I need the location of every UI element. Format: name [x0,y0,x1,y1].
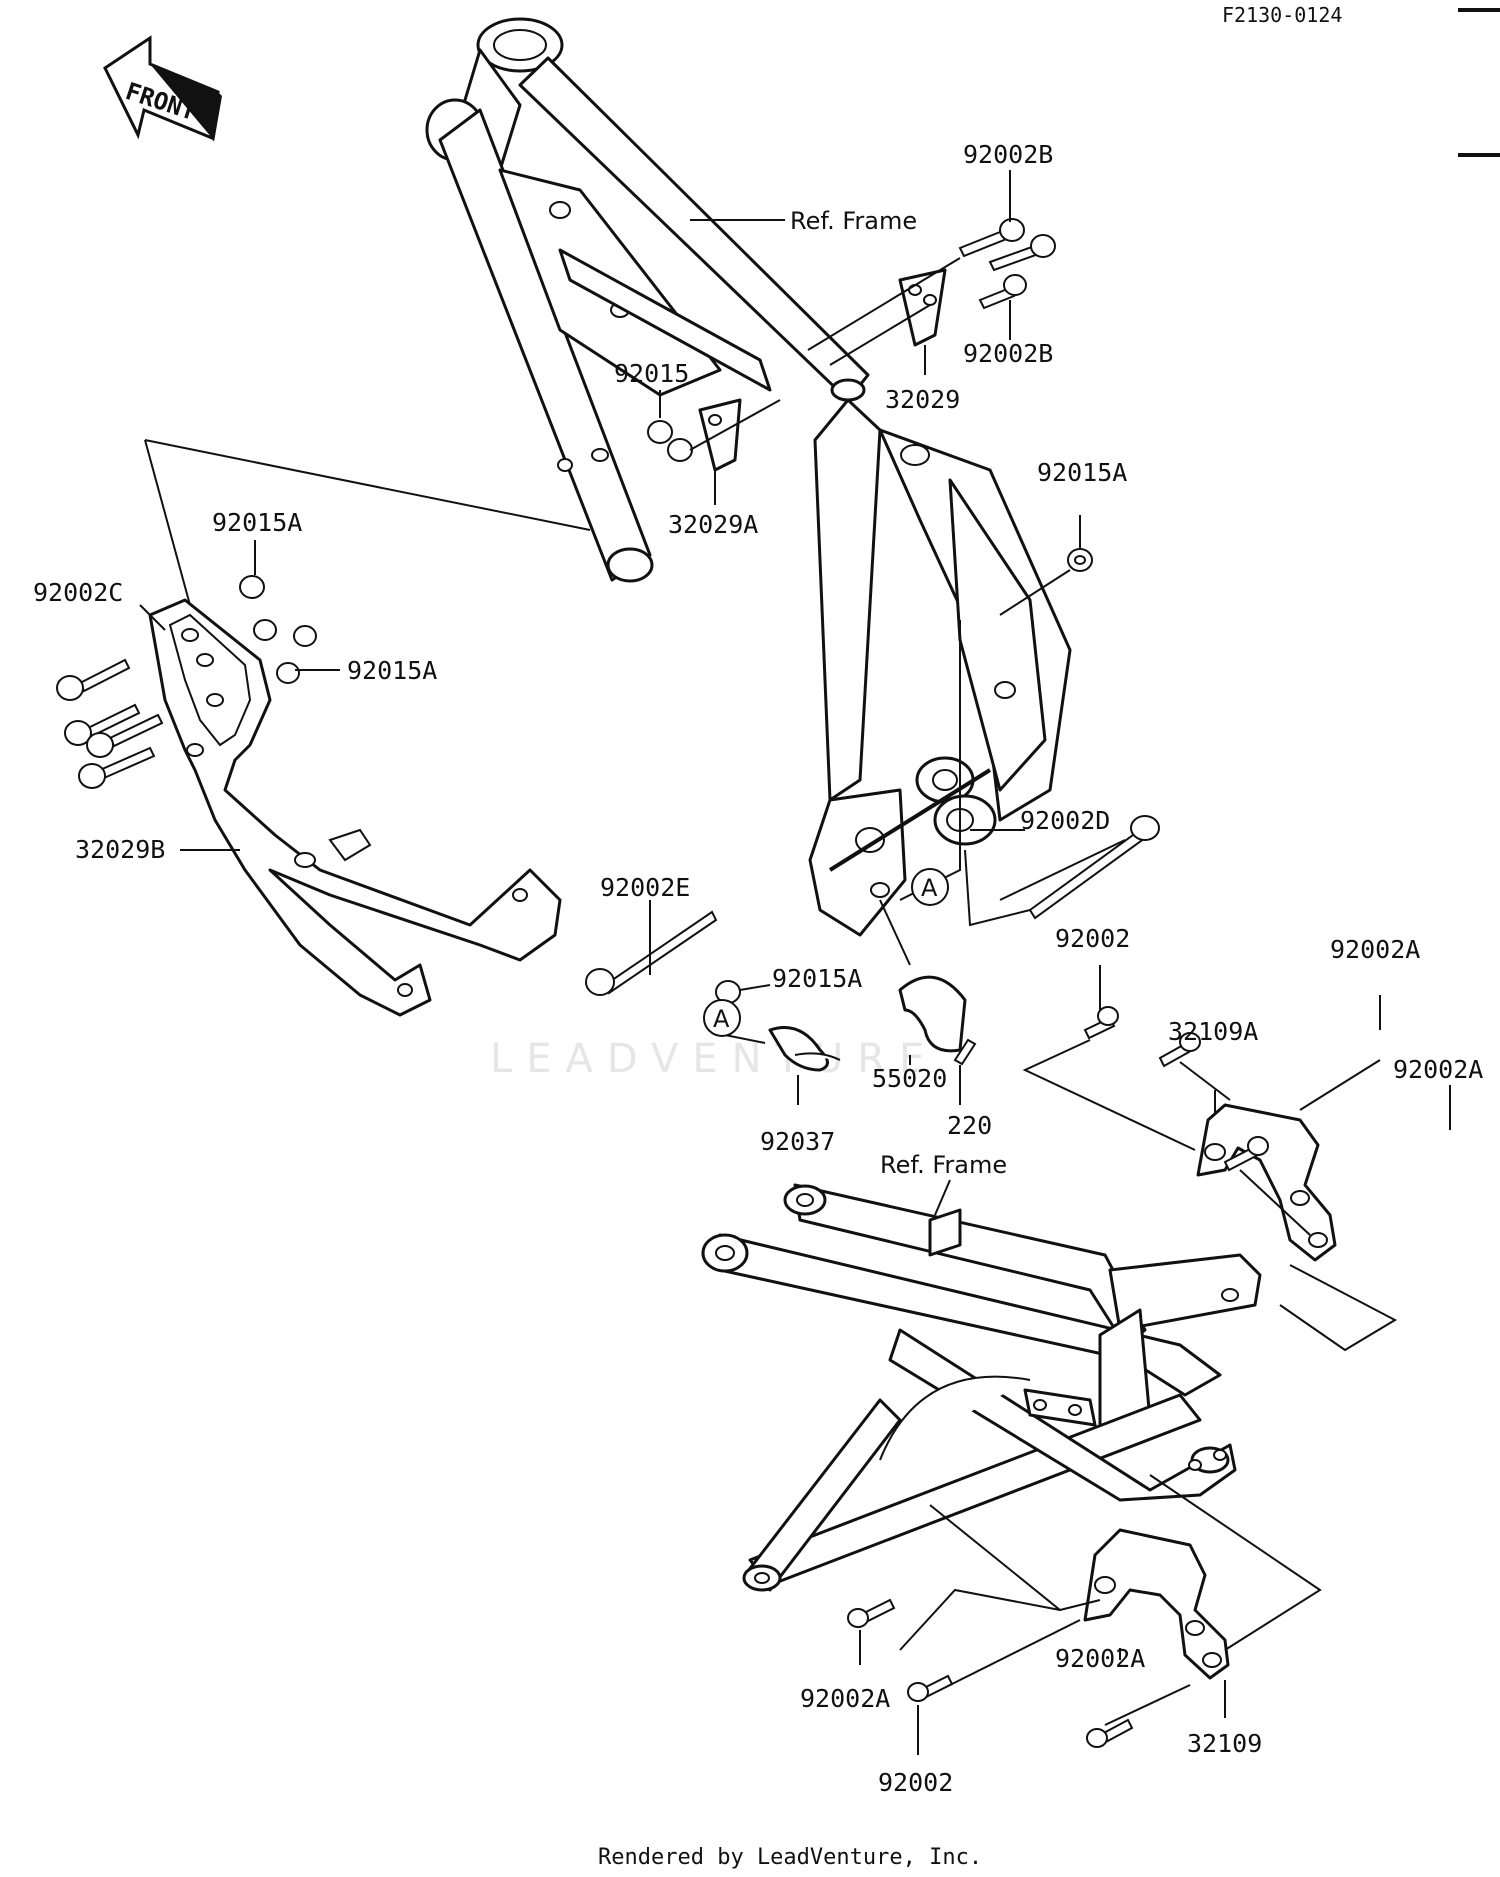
label-220: 220 [947,1111,992,1140]
label-92015A-left-mid: 92015A [347,656,437,685]
label-32029: 32029 [885,385,960,414]
label-92015A-left-top: 92015A [212,508,302,537]
label-92002B-top: 92002B [963,140,1053,169]
bracket-32109 [1083,1528,1230,1680]
marker-a-right: A [911,868,949,906]
label-92002-bottom: 92002 [878,1768,953,1797]
label-92002A-lower-right: 92002A [1055,1644,1145,1673]
label-92002D: 92002D [1020,806,1110,835]
label-92015A-center: 92015A [772,964,862,993]
label-92002-center: 92002 [1055,924,1130,953]
marker-a-left: A [703,999,741,1037]
clamp-55020 [898,975,967,1053]
label-92015: 92015 [614,359,689,388]
label-32109A: 32109A [1168,1017,1258,1046]
label-92002A-right: 92002A [1393,1055,1483,1084]
label-32109: 32109 [1187,1729,1262,1758]
label-92002E: 92002E [600,873,690,902]
bracket-32029B [148,598,562,1017]
bracket-32109A [1196,1103,1337,1262]
watermark: LEADVENTURE [490,1036,938,1082]
label-92002C: 92002C [33,578,123,607]
ref-frame-lower: Ref. Frame [880,1151,1007,1179]
bolts [56,218,1269,1748]
label-92002A-upper: 92002A [1330,935,1420,964]
clamp-92037 [768,1026,841,1072]
main-frame [425,17,1072,937]
ref-frame-upper: Ref. Frame [790,207,917,235]
label-92037: 92037 [760,1127,835,1156]
label-55020: 55020 [872,1064,947,1093]
label-32029B: 32029B [75,835,165,864]
label-32029A: 32029A [668,510,758,539]
leader-lines [139,170,1451,1755]
front-arrow-icon: FRONT [103,35,222,142]
label-92002A-lower-left: 92002A [800,1684,890,1713]
svg-text:A: A [713,1005,730,1033]
footer-credit: Rendered by LeadVenture, Inc. [598,1845,982,1870]
label-92002B-bottom: 92002B [963,339,1053,368]
svg-text:A: A [921,874,938,902]
lower-cradle-frame [701,1183,1262,1592]
label-92015A-right: 92015A [1037,458,1127,487]
figure-code: F2130-0124 [1222,3,1342,27]
plate-32029A [698,398,742,472]
